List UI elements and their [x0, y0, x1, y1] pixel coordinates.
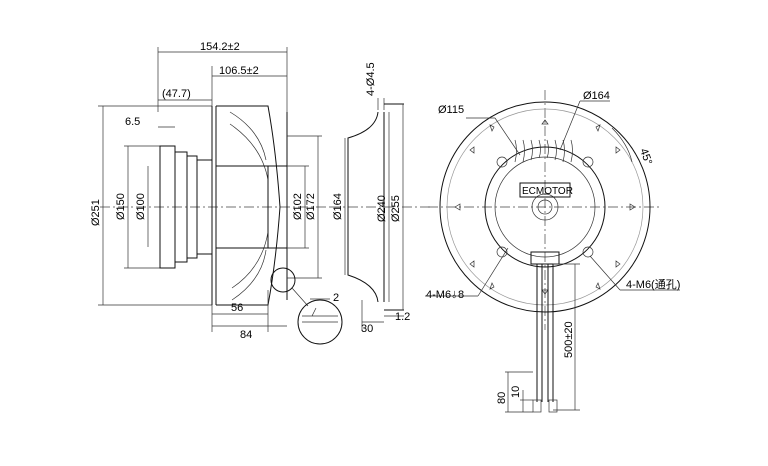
motor-housing [484, 146, 606, 268]
dim-m6-depth-symbol: ⫰ [452, 290, 457, 301]
dim-cable-length: 500±20 [563, 321, 575, 358]
side-view: 154.2±2 106.5±2 (47.7) 6.5 Ø251 Ø150 Ø10… [90, 41, 343, 345]
dim-d115: Ø115 [438, 104, 464, 116]
dim-len30: 30 [361, 323, 373, 335]
dim-d100: Ø100 [135, 193, 147, 220]
dim-m6-depth: 8 [458, 289, 464, 301]
dim-holes: 4-Ø4.5 [365, 62, 377, 96]
dim-len56: 56 [231, 302, 243, 314]
dim-gap2: 2 [333, 292, 339, 304]
dim-lead10: 10 [510, 386, 522, 398]
dim-d255: Ø255 [390, 195, 402, 222]
front-view: ECMOTOR Ø115 Ø164 45° 4-M6 ⫰ 8 4-M6(通孔) [425, 90, 680, 413]
dim-d150: Ø150 [115, 193, 127, 220]
dim-d172: Ø172 [305, 193, 317, 220]
section-view: 4-Ø4.5 Ø164 Ø240 Ø255 30 1.2 [330, 62, 430, 335]
dim-len84: 84 [240, 329, 252, 341]
dim-d164-section: Ø164 [332, 193, 344, 220]
dim-offset: (47.7) [162, 88, 191, 100]
dim-thickness: 1.2 [395, 311, 410, 323]
dim-d164-front: Ø164 [583, 90, 610, 102]
dim-impeller-length: 106.5±2 [219, 65, 259, 77]
dim-m6-through: 4-M6(通孔) [626, 278, 680, 291]
dim-d251: Ø251 [90, 199, 102, 226]
dim-m6-blind: 4-M6 [426, 289, 451, 301]
dim-angle: 45° [637, 147, 654, 167]
dim-d240: Ø240 [376, 195, 388, 222]
dim-lead80: 80 [496, 392, 508, 404]
outer-rim [439, 101, 651, 313]
hub [531, 193, 559, 221]
dim-d102: Ø102 [292, 193, 304, 220]
dim-overall-length: 154.2±2 [200, 41, 240, 53]
dim-flange: 6.5 [125, 116, 140, 128]
label-plate: ECMOTOR [522, 186, 573, 197]
